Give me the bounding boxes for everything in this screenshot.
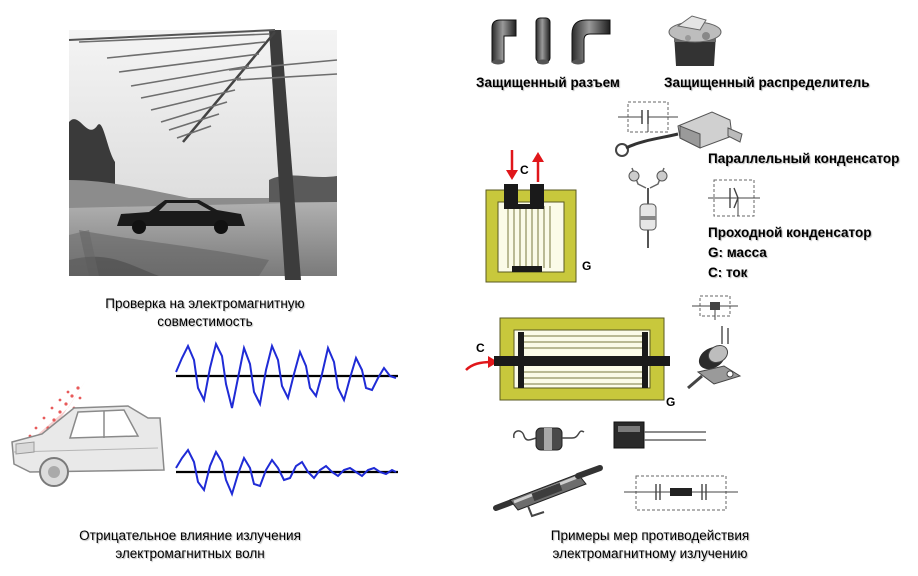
feedthrough-capacitor-schematic — [708, 179, 760, 217]
car-front-icon — [11, 380, 165, 487]
photo-caption: Проверка на электромагнитную совместимос… — [60, 295, 350, 331]
emc-test-photo — [68, 29, 338, 280]
noise-waveform-strong — [175, 341, 398, 409]
filter-schematic-large — [624, 475, 738, 511]
effect-caption: Отрицательное влияние излучения электром… — [30, 527, 350, 563]
inline-suppressor-icon — [493, 465, 603, 518]
parallel-capacitor-schematic — [618, 101, 678, 133]
bracket-capacitor-icon — [687, 326, 742, 390]
noise-waveform-reduced — [175, 448, 398, 497]
photo-caption-line-2: совместимость — [157, 314, 253, 329]
label-shielded-connector: Защищенный разъем — [476, 75, 620, 90]
label-feedthrough-capacitor: Проходной конденсатор — [708, 225, 872, 240]
effect-caption-line-1: Отрицательное влияние излучения — [79, 528, 301, 543]
measures-caption: Примеры мер противодействия электромагни… — [480, 527, 820, 563]
noise-filter-icon — [513, 427, 585, 451]
capacitor-diagram-horizontal: C G — [465, 317, 675, 409]
terminal-g-top: G — [582, 259, 591, 273]
label-shielded-distributor: Защищенный распределитель — [664, 75, 870, 90]
legend-ground: G: масса — [708, 245, 767, 260]
photo-caption-line-1: Проверка на электромагнитную — [105, 296, 305, 311]
measures-caption-line-2: электромагнитному излучению — [552, 546, 748, 561]
terminal-c-side: C — [476, 341, 485, 355]
terminal-g-side: G — [666, 395, 675, 409]
parallel-capacitor-icon — [615, 111, 743, 157]
measures-caption-line-1: Примеры мер противодействия — [550, 528, 750, 543]
legend-current: C: ток — [708, 265, 748, 280]
effect-caption-line-2: электромагнитных волн — [115, 546, 265, 561]
filter-schematic-small — [692, 295, 738, 320]
resistor-filter-icon — [613, 421, 706, 449]
feedthrough-capacitor-icon — [628, 167, 668, 248]
label-parallel-capacitor: Параллельный конденсатор — [708, 151, 900, 166]
distributor-icon — [668, 15, 722, 66]
capacitor-diagram-vertical: C G — [485, 150, 591, 283]
connector-icon — [491, 17, 611, 65]
terminal-c-top: C — [520, 163, 529, 177]
